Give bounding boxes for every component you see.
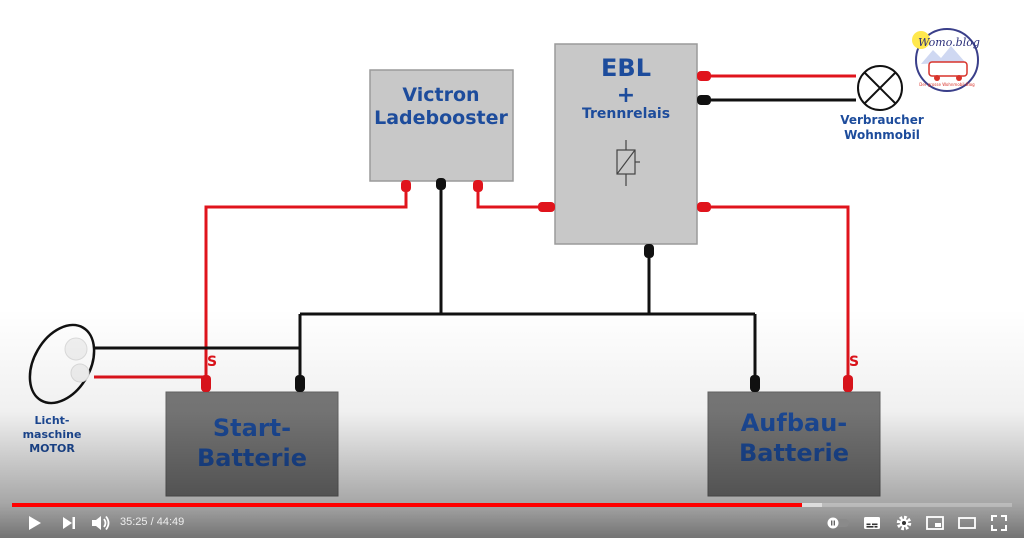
miniplayer-button[interactable] [922,508,948,538]
wire-ebl-to-aufbau [704,205,850,382]
autoplay-toggle[interactable] [824,508,852,538]
current-time: 35:25 [120,516,148,528]
start-batterie-box: Start- Batterie [165,391,339,497]
logo-tagline: Der grosse Wohnmobil-Blog [919,82,975,87]
time-separator: / [147,516,157,528]
settings-button[interactable] [891,508,917,538]
starter-line2: Batterie [197,444,307,472]
verbraucher-line2: Wohnmobil [844,128,920,142]
autoplay-toggle-icon [827,517,849,529]
gear-icon [896,515,912,531]
s-label-starter: S [207,354,217,370]
fullscreen-button[interactable] [986,508,1012,538]
ebl-trennrelais-box: EBL + Trennrelais [554,43,698,245]
fullscreen-icon [991,515,1007,531]
volume-button[interactable] [88,508,114,538]
motor-line2: maschine [23,428,82,441]
theater-mode-button[interactable] [954,508,980,538]
wire-booster-to-ebl [476,190,545,209]
aufbau-line2: Batterie [739,439,849,467]
ebl-plus: + [617,83,635,108]
play-icon [29,516,41,530]
s-label-aufbau: S [849,354,859,370]
relay-symbol-icon [616,140,640,186]
play-button[interactable] [20,508,50,538]
motor-line1: Licht- [35,414,70,427]
victron-line2: Ladebooster [374,107,508,129]
aufbau-batterie-box: Aufbau- Batterie [707,391,881,497]
player-controls: 35:25 / 44:49 [0,508,1024,538]
victron-line1: Victron [402,84,479,106]
victron-ladebooster-box: Victron Ladebooster [369,69,514,182]
volume-icon [92,515,110,531]
miniplayer-icon [926,516,944,530]
ebl-title: EBL [601,54,651,82]
duration: 44:49 [156,516,185,528]
ebl-subtitle: Trennrelais [582,106,670,122]
womo-blog-logo: Womo.blog Der grosse Wohnmobil-Blog [912,28,980,92]
progress-played [12,503,802,507]
lamp-consumer-icon [857,65,903,111]
motor-line3: MOTOR [29,442,75,455]
progress-bar[interactable] [12,503,1012,507]
subtitles-button[interactable] [859,508,885,538]
theater-icon [958,517,976,529]
time-display: 35:25 / 44:49 [120,508,184,538]
verbraucher-line1: Verbraucher [840,113,924,127]
subtitles-icon [864,517,880,529]
aufbau-line1: Aufbau- [741,409,848,437]
alternator-icon [28,323,96,405]
next-icon [63,517,75,529]
wire-booster-to-starter [204,190,408,382]
logo-text: Womo.blog [918,36,980,49]
next-button[interactable] [56,508,82,538]
starter-line1: Start- [213,414,291,442]
